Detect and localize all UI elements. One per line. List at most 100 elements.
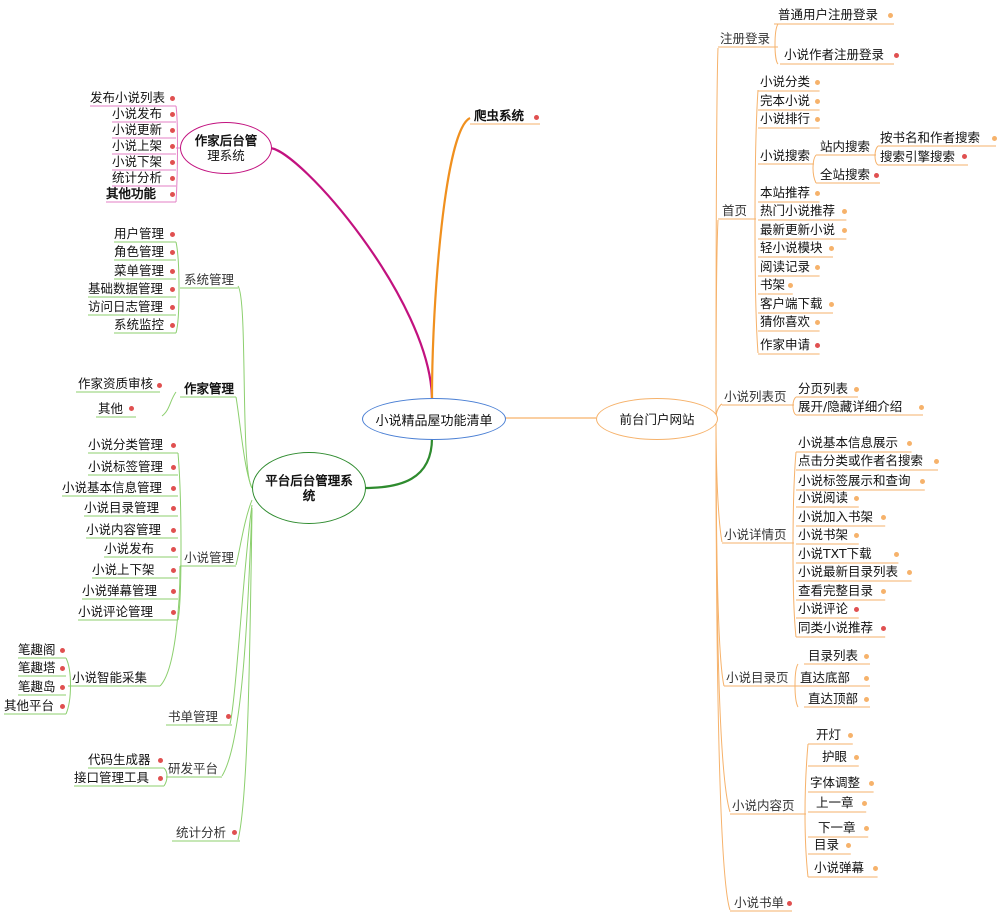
home-item[interactable]: 小说分类	[760, 74, 811, 89]
detail-page-item[interactable]: 小说TXT下载	[798, 546, 872, 561]
booklist-mgmt-node[interactable]: 书单管理	[168, 709, 219, 724]
detail-page-item[interactable]: 同类小说推荐	[798, 620, 874, 635]
detail-page-item[interactable]: 查看完整目录	[798, 583, 874, 598]
catalog-page-node[interactable]: 小说目录页	[726, 670, 789, 685]
detail-page-item[interactable]: 小说基本信息展示	[798, 435, 899, 450]
system-mgmt-item[interactable]: 系统监控	[114, 317, 165, 332]
author-backend-item[interactable]: 小说发布	[112, 106, 163, 121]
dev-platform-item[interactable]: 代码生成器	[88, 752, 151, 767]
author-backend-item[interactable]: 小说上架	[112, 138, 163, 153]
site-search-node[interactable]: 站内搜索	[820, 139, 871, 154]
collect-item[interactable]: 笔趣岛	[18, 679, 56, 694]
detail-page-item[interactable]: 小说标签展示和查询	[798, 473, 911, 488]
novel-mgmt-item[interactable]: 小说目录管理	[84, 500, 160, 515]
author-backend-node[interactable]: 作家后台管 理系统	[180, 122, 272, 174]
home-item[interactable]: 书架	[760, 277, 786, 292]
detail-page-item[interactable]: 小说评论	[798, 601, 849, 616]
content-page-item[interactable]: 小说弹幕	[814, 860, 865, 875]
novel-mgmt-item[interactable]: 小说发布	[104, 541, 155, 556]
content-page-item[interactable]: 上一章	[816, 795, 854, 810]
collect-item[interactable]: 笔趣塔	[18, 660, 56, 675]
content-page-item[interactable]: 字体调整	[810, 775, 861, 790]
novel-mgmt-item[interactable]: 小说基本信息管理	[62, 480, 163, 495]
home-item[interactable]: 小说排行	[760, 111, 811, 126]
home-item[interactable]: 热门小说推荐	[760, 203, 836, 218]
marker-dot	[846, 842, 852, 848]
catalog-page-item[interactable]: 直达底部	[800, 670, 851, 685]
global-search-node[interactable]: 全站搜索	[820, 167, 871, 182]
novel-mgmt-item[interactable]: 小说分类管理	[88, 437, 164, 452]
content-page-item[interactable]: 目录	[814, 837, 840, 852]
marker-dot	[815, 79, 821, 85]
register-item[interactable]: 小说作者注册登录	[784, 47, 885, 62]
crawler-node[interactable]: 爬虫系统	[474, 108, 525, 123]
system-mgmt-item[interactable]: 访问日志管理	[88, 299, 164, 314]
detail-page-item[interactable]: 小说加入书架	[798, 509, 874, 524]
content-page-item[interactable]: 下一章	[818, 820, 856, 835]
home-node[interactable]: 首页	[722, 203, 748, 218]
stats-node[interactable]: 统计分析	[176, 825, 227, 840]
novel-mgmt-node[interactable]: 小说管理	[184, 550, 235, 565]
detail-page-item[interactable]: 小说书架	[798, 527, 849, 542]
home-item[interactable]: 客户端下载	[760, 296, 823, 311]
detail-page-item[interactable]: 点击分类或作者名搜索	[798, 453, 924, 468]
marker-dot	[893, 551, 899, 557]
list-page-item[interactable]: 分页列表	[798, 381, 849, 396]
author-backend-item[interactable]: 小说更新	[112, 122, 163, 137]
home-item-search[interactable]: 小说搜索	[760, 148, 811, 163]
system-mgmt-item[interactable]: 用户管理	[114, 226, 165, 241]
detail-page-item[interactable]: 小说最新目录列表	[798, 564, 899, 579]
portal-node[interactable]: 前台门户网站	[596, 398, 718, 440]
list-page-item[interactable]: 展开/隐藏详细介绍	[798, 399, 903, 414]
author-backend-item[interactable]: 发布小说列表	[90, 90, 166, 105]
catalog-page-item[interactable]: 目录列表	[808, 648, 859, 663]
collect-item[interactable]: 笔趣阁	[18, 642, 56, 657]
home-item[interactable]: 最新更新小说	[760, 222, 836, 237]
platform-node[interactable]: 平台后台管理系 统	[252, 452, 366, 524]
author-mgmt-item[interactable]: 其他	[98, 401, 124, 416]
content-page-item[interactable]: 开灯	[816, 727, 842, 742]
marker-dot	[873, 865, 879, 871]
collect-item[interactable]: 其他平台	[4, 698, 55, 713]
home-item[interactable]: 完本小说	[760, 93, 811, 108]
branch-line	[812, 154, 817, 184]
novel-mgmt-item[interactable]: 小说评论管理	[78, 604, 154, 619]
branch-line	[229, 504, 253, 725]
home-item[interactable]: 阅读记录	[760, 259, 811, 274]
collect-node[interactable]: 小说智能采集	[72, 670, 148, 685]
marker-dot	[169, 159, 175, 165]
catalog-page-item[interactable]: 直达顶部	[808, 691, 859, 706]
dev-platform-node[interactable]: 研发平台	[168, 761, 219, 776]
dev-platform-item[interactable]: 接口管理工具	[74, 770, 150, 785]
detail-page-node[interactable]: 小说详情页	[724, 527, 787, 542]
system-mgmt-item[interactable]: 角色管理	[114, 244, 165, 259]
novel-mgmt-item[interactable]: 小说标签管理	[88, 459, 164, 474]
author-backend-item[interactable]: 小说下架	[112, 154, 163, 169]
marker-dot	[169, 111, 175, 117]
detail-page-item[interactable]: 小说阅读	[798, 490, 849, 505]
content-page-item[interactable]: 护眼	[822, 749, 848, 764]
home-item[interactable]: 作家申请	[760, 337, 811, 352]
list-page-node[interactable]: 小说列表页	[724, 389, 787, 404]
system-mgmt-item[interactable]: 基础数据管理	[88, 281, 164, 296]
site-search-item[interactable]: 按书名和作者搜索	[880, 130, 981, 145]
author-backend-item[interactable]: 其他功能	[106, 186, 157, 201]
home-item[interactable]: 猜你喜欢	[760, 314, 811, 329]
content-page-node[interactable]: 小说内容页	[732, 798, 795, 813]
system-mgmt-item[interactable]: 菜单管理	[114, 263, 165, 278]
novel-mgmt-item[interactable]: 小说内容管理	[86, 522, 162, 537]
register-node[interactable]: 注册登录	[720, 31, 771, 46]
register-item[interactable]: 普通用户注册登录	[778, 7, 879, 22]
novel-mgmt-item[interactable]: 小说上下架	[92, 562, 155, 577]
marker-dot	[920, 478, 926, 484]
home-item[interactable]: 本站推荐	[760, 185, 811, 200]
author-mgmt-item[interactable]: 作家资质审核	[78, 376, 154, 391]
site-search-item[interactable]: 搜索引擎搜索	[880, 149, 956, 164]
author-mgmt-node[interactable]: 作家管理	[184, 381, 235, 396]
home-item[interactable]: 轻小说模块	[760, 240, 823, 255]
novel-mgmt-item[interactable]: 小说弹幕管理	[82, 583, 158, 598]
root-node[interactable]: 小说精品屋功能清单	[362, 398, 506, 440]
booklist-node[interactable]: 小说书单	[734, 895, 785, 910]
author-backend-item[interactable]: 统计分析	[112, 170, 163, 185]
system-mgmt-node[interactable]: 系统管理	[184, 272, 235, 287]
